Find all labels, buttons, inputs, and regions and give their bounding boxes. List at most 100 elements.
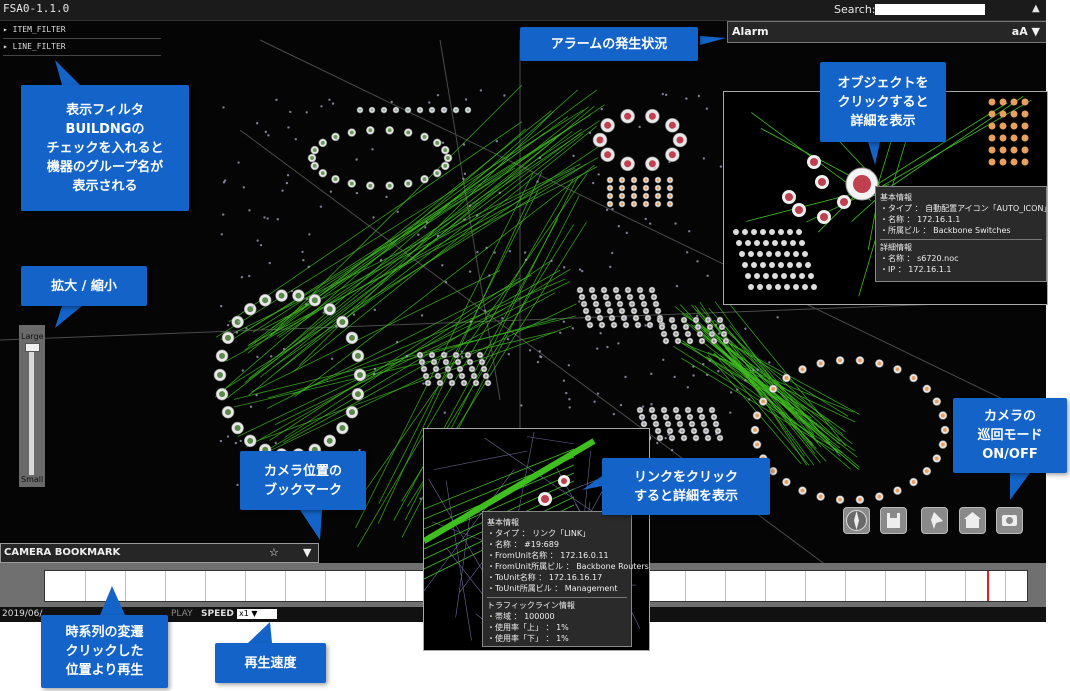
device-node-core — [394, 108, 398, 112]
scene-nodes[interactable] — [213, 89, 950, 511]
link-line — [228, 114, 591, 343]
device-point — [706, 274, 709, 277]
alarm-bar[interactable]: Alarm aA ▼ — [727, 21, 1046, 43]
speed-select[interactable]: x1 ▼ — [237, 609, 277, 619]
device-node-core — [426, 381, 430, 385]
device-point — [220, 233, 223, 236]
save-view-button[interactable] — [880, 507, 907, 534]
device-node-core — [312, 148, 317, 153]
device-point — [267, 134, 270, 137]
device-node-core — [320, 171, 325, 176]
device-node-core — [339, 318, 346, 325]
device-node — [733, 229, 739, 235]
link-line — [713, 319, 844, 436]
timeline-tick — [405, 571, 406, 601]
device-node-core — [722, 332, 726, 336]
device-node-core — [480, 360, 484, 364]
link-line — [247, 110, 552, 354]
callout-text: ON/OFF — [982, 447, 1038, 462]
device-point — [219, 439, 223, 443]
callout-bookmark: カメラ位置の ブックマーク — [240, 451, 366, 510]
info-row: ・使用率「上」 ： 1% — [487, 623, 569, 632]
home-view-button[interactable] — [959, 507, 986, 534]
device-point — [611, 251, 614, 255]
device-point — [508, 249, 512, 253]
device-node — [775, 251, 781, 257]
link-line — [248, 105, 595, 396]
compass-button[interactable] — [843, 507, 870, 534]
device-node-core — [478, 353, 482, 357]
device-node — [739, 251, 745, 257]
device-point — [729, 391, 733, 394]
device-node — [793, 284, 799, 290]
filter-line-filter[interactable]: ▸ LINE_FILTER — [3, 39, 161, 56]
device-node-core — [682, 436, 686, 440]
device-point — [696, 314, 699, 318]
chevron-down-icon[interactable]: ▼ — [303, 546, 312, 559]
device-node-core — [247, 306, 254, 313]
device-node — [754, 240, 760, 246]
device-node-core — [561, 478, 567, 484]
filter-item-filter[interactable]: ▸ ITEM_FILTER — [3, 22, 161, 39]
device-node-core — [686, 332, 690, 336]
device-node-core — [620, 186, 624, 190]
device-node-core — [668, 186, 672, 190]
zoom-slider[interactable]: Large Small — [19, 325, 45, 487]
device-point — [668, 160, 671, 164]
link-line — [246, 269, 561, 448]
device-point — [385, 195, 388, 199]
device-point — [379, 259, 383, 262]
device-node-core — [594, 302, 598, 306]
device-node-core — [656, 202, 660, 206]
device-node-core — [418, 108, 422, 112]
search-input[interactable] — [875, 4, 985, 15]
device-point — [705, 107, 709, 110]
device-point — [717, 332, 721, 335]
link-line — [294, 164, 595, 398]
device-node — [988, 98, 996, 106]
device-node — [748, 284, 754, 290]
network-3d-view[interactable] — [0, 0, 1046, 622]
device-node — [1021, 122, 1029, 130]
link-line — [354, 173, 588, 506]
device-point — [661, 92, 665, 96]
device-point — [599, 332, 602, 335]
device-node-core — [638, 288, 642, 292]
device-node-core — [700, 339, 704, 343]
zoom-track[interactable] — [29, 345, 34, 475]
device-node-core — [632, 202, 636, 206]
device-point — [437, 170, 440, 174]
device-node — [757, 284, 763, 290]
device-node-core — [628, 295, 632, 299]
device-node-core — [624, 112, 632, 120]
zoom-large-label: Large — [21, 332, 44, 341]
link-line — [357, 179, 574, 548]
device-point — [436, 93, 440, 97]
font-size-control[interactable]: aA ▼ — [1011, 25, 1040, 38]
device-node — [1010, 122, 1018, 130]
device-node-core — [234, 318, 241, 325]
device-point — [602, 139, 605, 142]
device-node-core — [443, 148, 448, 153]
device-point — [708, 359, 711, 362]
callout-text: 拡大 / 縮小 — [51, 278, 117, 294]
device-node-core — [666, 422, 670, 426]
device-point — [276, 218, 279, 221]
collapse-up-icon[interactable]: ▲ — [1032, 3, 1040, 14]
camera-bookmark-bar[interactable]: CAMERA BOOKMARK ☆ ▼ — [0, 543, 319, 563]
device-node-core — [755, 442, 760, 447]
device-node-core — [658, 318, 662, 322]
play-button[interactable]: PLAY — [171, 609, 193, 619]
zoom-thumb[interactable] — [25, 343, 40, 352]
device-node — [754, 273, 760, 279]
device-node-core — [406, 108, 410, 112]
device-point — [245, 327, 248, 330]
star-icon[interactable]: ☆ — [269, 546, 279, 559]
device-node-core — [466, 108, 470, 112]
camera-patrol-button[interactable] — [996, 507, 1023, 534]
pin-button[interactable] — [921, 507, 948, 534]
timeline-marker[interactable] — [987, 571, 989, 601]
device-point — [776, 316, 779, 319]
info-section-title: トラフィックライン情報 — [487, 601, 575, 610]
device-point — [729, 411, 732, 414]
